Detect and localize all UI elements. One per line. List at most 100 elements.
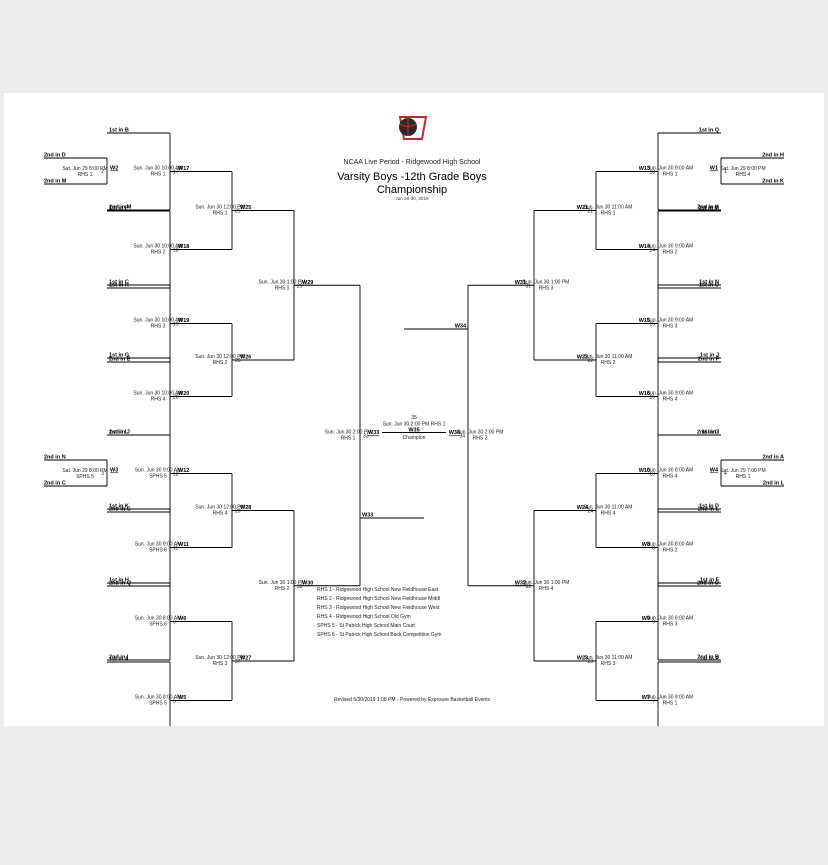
game-time: Sun. Jun 30 11:00 AM xyxy=(584,505,633,511)
game-venue: SPHS 5 xyxy=(149,474,167,480)
game-venue: RHS 1 xyxy=(601,211,616,217)
game-time: Sun. Jun 30 12:00 PM xyxy=(195,505,244,511)
game-number: 8 xyxy=(652,546,655,552)
game-venue: RHS 3 xyxy=(213,661,228,667)
game-number: 22 xyxy=(587,358,593,364)
winner-label: W31 xyxy=(515,280,526,286)
game-number: 18 xyxy=(173,248,179,254)
game-venue: RHS 1 xyxy=(151,172,166,178)
game-venue: RHS 2 xyxy=(663,250,678,256)
game-time: Sat. Jun 29 7:00 PM xyxy=(720,468,765,474)
game-number: 3 xyxy=(101,471,104,477)
winner-label: W24 xyxy=(577,505,589,511)
game-number: 19 xyxy=(173,322,179,328)
winner-label: W28 xyxy=(240,505,251,511)
game-number: 14 xyxy=(649,248,655,254)
game-venue: SPHS 6 xyxy=(149,548,167,554)
champion-caption: Champion xyxy=(403,435,426,441)
game-venue: RHS 4 xyxy=(601,511,616,517)
seed-label: 2nd in F xyxy=(698,357,720,363)
game-time: Sun. Jun 30 11:00 AM xyxy=(584,205,633,211)
game-venue: RHS 2 xyxy=(473,436,488,442)
winner-label: W33 xyxy=(368,430,379,436)
game-venue: RHS 2 xyxy=(601,360,616,366)
seed-label: 2nd in M xyxy=(109,205,132,211)
game-number: 15 xyxy=(649,322,655,328)
game-time: Sun. Jun 30 1:00 PM xyxy=(259,279,306,285)
game-time: Sun. Jun 30 10:00 AM xyxy=(133,318,182,324)
game-time: Sun. Jun 30 8:00 AM xyxy=(647,695,693,701)
game-number: 6 xyxy=(173,620,176,626)
game-time: Sun. Jun 30 2:00 PM xyxy=(457,430,504,436)
winner-label: W12 xyxy=(178,468,189,474)
winner-label: W16 xyxy=(639,391,650,397)
game-venue: RHS 3 xyxy=(663,622,678,628)
game-time: Sun. Jun 30 9:00 AM xyxy=(135,542,181,548)
game-time: Sun. Jun 30 10:00 AM xyxy=(133,391,182,397)
bracket-title-line2: Championship xyxy=(377,184,447,196)
venue-legend-item: SPHS 6 - St Patrick High School Back Com… xyxy=(317,632,442,638)
winner-label: W7 xyxy=(642,695,650,701)
game-venue: RHS 3 xyxy=(539,285,554,291)
game-venue: SPHS 5 xyxy=(149,701,167,707)
winner-label: W32 xyxy=(515,580,526,586)
game-venue: RHS 1 xyxy=(78,172,93,178)
game-number: 1 xyxy=(724,169,727,175)
seed-label: 1st in N xyxy=(699,280,719,286)
game-number: 26 xyxy=(235,358,241,364)
game-venue: RHS 3 xyxy=(151,324,166,330)
game-number: 21 xyxy=(587,209,593,215)
game-venue: RHS 4 xyxy=(151,397,166,403)
game-venue: RHS 2 xyxy=(663,548,678,554)
seed-label: 1st in E xyxy=(699,657,719,663)
game-venue: RHS 4 xyxy=(663,474,678,480)
winner-label: W8 xyxy=(642,542,650,548)
winner-label: W14 xyxy=(639,244,651,250)
bracket-title: Varsity Boys -12th Grade Boys xyxy=(337,171,487,183)
seed-label: 2nd in Q xyxy=(109,581,132,587)
winner-label: W30 xyxy=(302,580,313,586)
game-time: Sun. Jun 30 8:00 AM xyxy=(647,542,693,548)
venue-legend-item: RHS 2 - Ridgewood High School New Fieldh… xyxy=(317,596,440,602)
game-venue: SPHS 5 xyxy=(76,474,94,480)
game-number: 33 xyxy=(363,434,369,440)
game-time: Sun. Jun 30 11:00 AM xyxy=(584,354,633,360)
game-time: Sun. Jun 30 10:00 AM xyxy=(133,244,182,250)
winner-label: W3 xyxy=(110,468,118,474)
game-number: 7 xyxy=(652,699,655,705)
game-number: 28 xyxy=(235,509,241,515)
tournament-dates: Jun 28-30, 2019 xyxy=(395,196,429,201)
winner-label: W33 xyxy=(362,513,373,519)
game-venue: RHS 1 xyxy=(275,285,290,291)
winner-label: W34 xyxy=(455,324,467,330)
seed-label: 2nd in N xyxy=(44,455,66,461)
game-venue: RHS 2 xyxy=(213,360,228,366)
game-time: Sun. Jun 30 8:00 AM xyxy=(647,616,693,622)
game-number: 10 xyxy=(649,472,655,478)
seed-label: 2nd in G xyxy=(697,430,719,436)
seed-label: 2nd in L xyxy=(763,481,785,487)
game-time: Sun. Jun 30 1:00 PM xyxy=(523,279,570,285)
basketball-logo-icon xyxy=(398,116,428,140)
seed-label: 1st in K xyxy=(109,504,129,510)
seed-label: 1st in P xyxy=(109,206,129,212)
game-time: Sun. Jun 30 8:00 AM xyxy=(135,695,181,701)
winner-label: W15 xyxy=(639,318,650,324)
game-number: 23 xyxy=(587,659,593,665)
winner-label: W29 xyxy=(302,280,313,286)
game-time: Sun. Jun 30 9:00 AM xyxy=(647,318,693,324)
game-time: Sun. Jun 30 12:00 PM xyxy=(195,655,244,661)
winner-label: W22 xyxy=(577,355,588,361)
winner-label: W11 xyxy=(178,542,189,548)
game-venue: RHS 1 xyxy=(663,701,678,707)
seed-label: 2nd in C xyxy=(109,507,131,513)
winner-label: W1 xyxy=(710,166,718,172)
game-number: 2 xyxy=(101,169,104,175)
seed-label: 2nd in K xyxy=(762,179,784,185)
game-number: 34 xyxy=(459,434,465,440)
game-number: 27 xyxy=(235,659,241,665)
game-time: Sat. Jun 29 8:00 PM xyxy=(720,166,765,172)
winner-label: W34 xyxy=(449,430,461,436)
winner-label: W10 xyxy=(639,468,650,474)
